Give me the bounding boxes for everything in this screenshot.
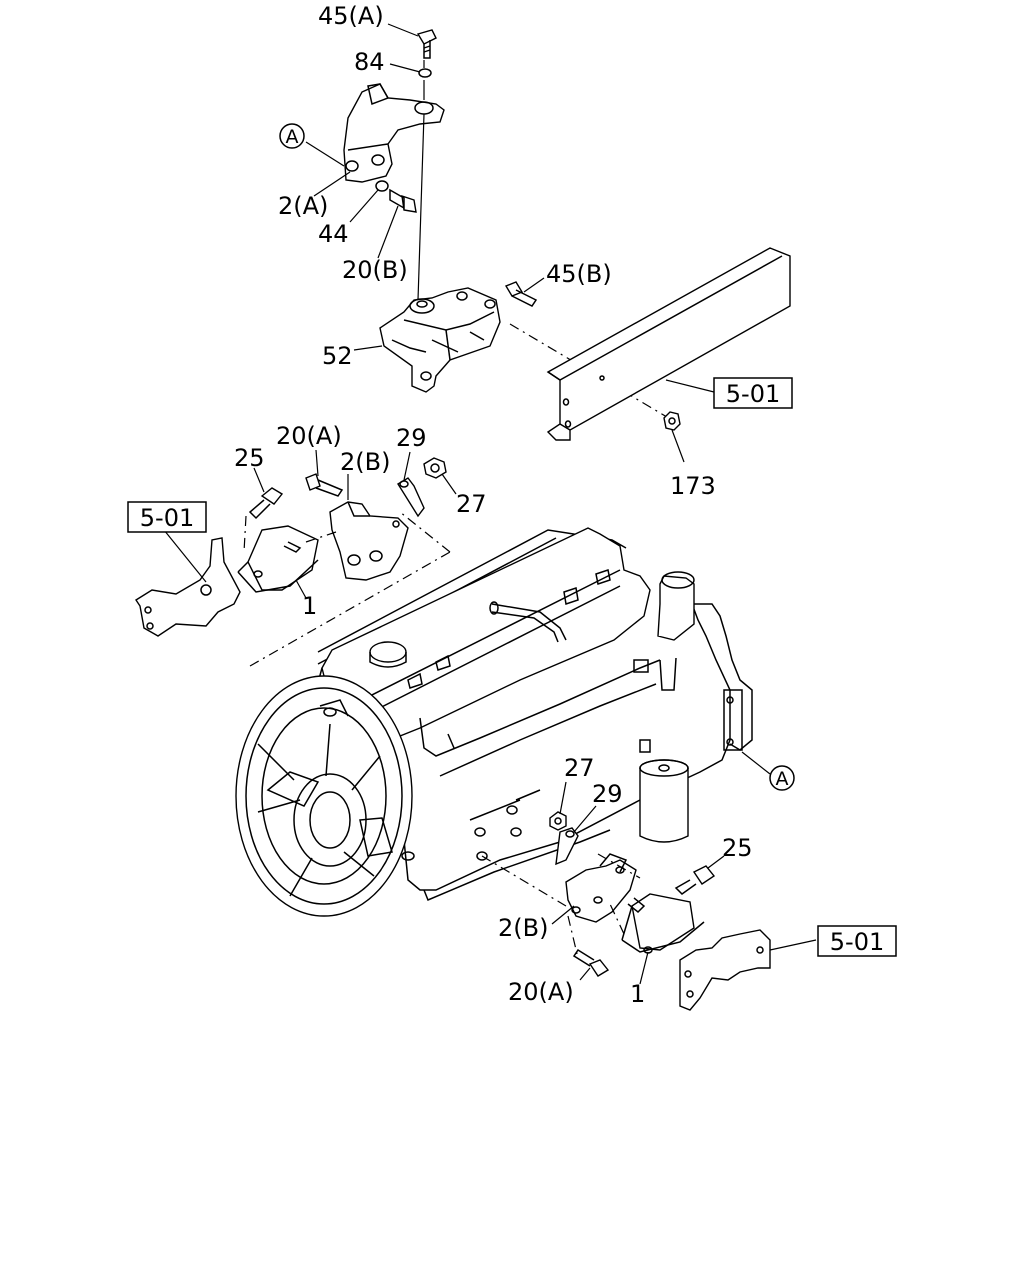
fan-pulley-housing xyxy=(235,675,415,917)
callout-20a-bottom: 20(A) xyxy=(508,978,574,1006)
rubber-mount-1-top xyxy=(237,525,319,593)
left-mount-assembly xyxy=(135,457,451,667)
washer-29-bottom xyxy=(555,827,579,866)
callout-ref-left: 5-01 xyxy=(140,504,194,532)
callout-ref-frame: 5-01 xyxy=(726,380,780,408)
reference-box-right xyxy=(817,925,897,957)
washer-29-top xyxy=(397,477,425,518)
reference-box-frame xyxy=(713,377,793,409)
callout-labels: 45(A) 84 A 2(A) 44 20(B) 45(B) 52 5-01 1… xyxy=(127,2,897,1008)
callout-2a: 2(A) xyxy=(278,192,328,220)
reference-marker-a-top xyxy=(279,123,305,149)
rubber-mount-1-bottom xyxy=(621,893,705,954)
callout-circle-a-top: A xyxy=(286,126,299,148)
nut-173 xyxy=(663,411,681,431)
frame-rail xyxy=(546,247,791,441)
washer-84 xyxy=(418,68,432,78)
bolt-45b xyxy=(504,281,538,307)
nut-27-top xyxy=(423,457,447,479)
callout-44: 44 xyxy=(318,220,349,248)
frame-bracket-left xyxy=(135,537,241,637)
callout-52: 52 xyxy=(322,342,353,370)
bracket-2b-bottom xyxy=(565,853,637,923)
fuel-filter-canister xyxy=(639,759,689,843)
right-mount-assembly xyxy=(481,811,771,1011)
callout-2b-top: 2(B) xyxy=(340,448,390,476)
frame-bracket-right xyxy=(679,929,771,1011)
callout-45a: 45(A) xyxy=(318,2,384,30)
callout-27-bottom: 27 xyxy=(564,754,595,782)
callout-2b-bottom: 2(B) xyxy=(498,914,548,942)
callout-1-bottom: 1 xyxy=(630,980,645,1008)
rear-mount-lower-bracket-52 xyxy=(379,287,501,393)
leader-lines xyxy=(163,23,817,985)
bolt-20a-top xyxy=(305,473,344,497)
bolt-25-bottom xyxy=(674,865,716,895)
bracket-2b-top xyxy=(329,501,409,581)
callout-ref-right: 5-01 xyxy=(830,928,884,956)
reference-box-left xyxy=(127,501,207,533)
bolt-25-top xyxy=(248,487,284,520)
engine-block xyxy=(235,527,753,917)
callout-25-top: 25 xyxy=(234,444,265,472)
rear-mount-upper-bracket xyxy=(343,29,445,301)
callout-25-bottom: 25 xyxy=(722,834,753,862)
callout-1-top: 1 xyxy=(302,592,317,620)
bolt-20b xyxy=(389,188,417,213)
callout-20b: 20(B) xyxy=(342,256,408,284)
callout-84: 84 xyxy=(354,48,385,76)
reference-marker-a-right xyxy=(769,765,795,791)
callout-circle-a-right: A xyxy=(776,768,789,790)
callout-29-top: 29 xyxy=(396,424,427,452)
callout-20a-top: 20(A) xyxy=(276,422,342,450)
bolt-20a-bottom xyxy=(572,948,610,977)
bolt-45a xyxy=(416,29,437,59)
callout-27-top: 27 xyxy=(456,490,487,518)
callout-45b: 45(B) xyxy=(546,260,612,288)
callout-29-bottom: 29 xyxy=(592,780,623,808)
nut-27-bottom xyxy=(549,811,567,831)
washer-44 xyxy=(375,180,389,192)
callout-173: 173 xyxy=(670,472,716,500)
